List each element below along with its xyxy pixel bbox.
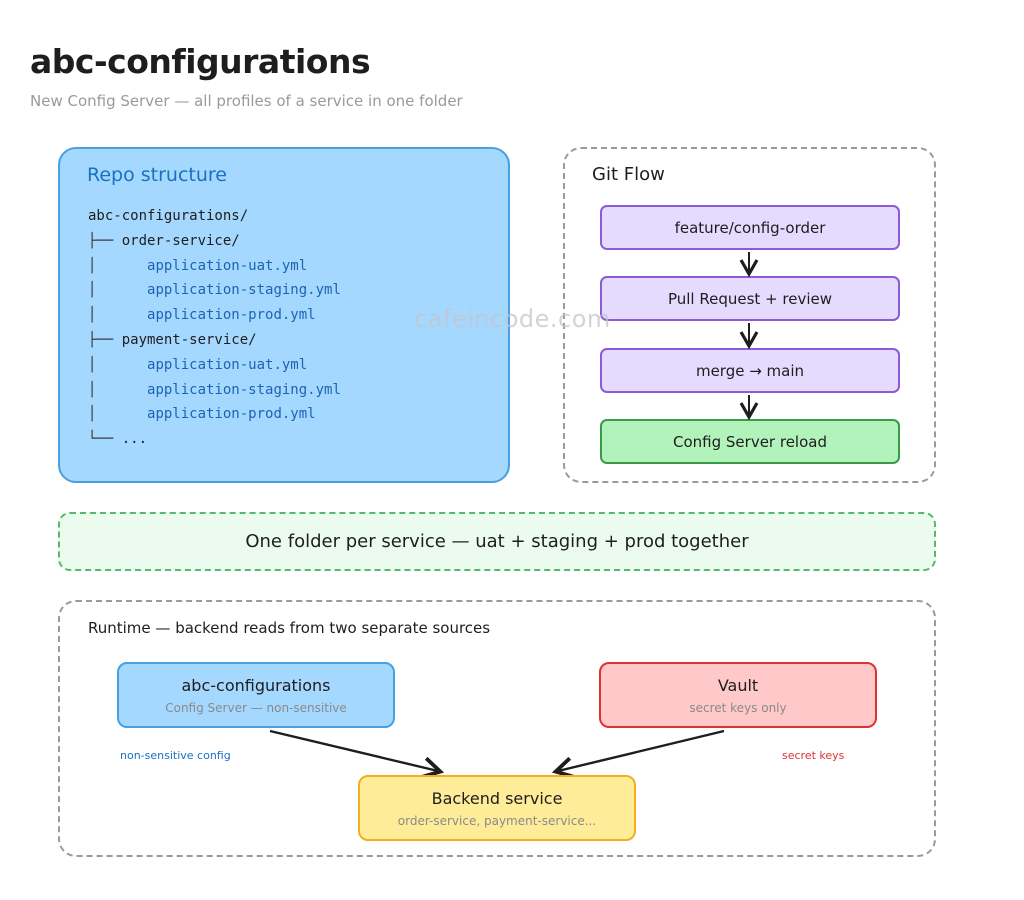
tree-folder: abc-configurations/ — [88, 208, 249, 224]
arrow-config-to-backend-icon — [269, 729, 445, 779]
config-node-subtitle: Config Server — non-sensitive — [165, 700, 347, 715]
page-title: abc-configurations — [30, 42, 371, 81]
tree-file: application-prod.yml — [147, 307, 316, 324]
tree-ellipsis: ... — [121, 431, 148, 448]
secret-keys-label: secret keys — [782, 749, 845, 762]
tree-file: application-staging.yml — [147, 282, 341, 299]
backend-node-title: Backend service — [431, 788, 563, 808]
git-flow-panel — [563, 147, 936, 483]
tree-row: └── ... — [88, 427, 341, 452]
tree-branch: │ — [88, 381, 148, 398]
tree-file: application-prod.yml — [147, 406, 316, 423]
tree-row: │ application-staging.yml — [88, 278, 341, 303]
vault-node: Vault secret keys only — [599, 662, 877, 728]
tree-branch: │ — [88, 257, 148, 274]
tree-row: ├── payment-service/ — [88, 328, 341, 353]
tree-branch: └── — [88, 431, 122, 448]
arrow-vault-to-backend-icon — [551, 729, 725, 779]
backend-node-subtitle: order-service, payment-service... — [397, 813, 597, 828]
tree-file: application-uat.yml — [147, 257, 308, 274]
tree-branch: ├── — [88, 331, 122, 348]
watermark: cafeincode.com — [414, 305, 611, 333]
tree-row: │ application-uat.yml — [88, 353, 341, 378]
page-subtitle: New Config Server — all profiles of a se… — [30, 92, 463, 110]
repo-structure-panel — [58, 147, 510, 483]
tree-branch: │ — [88, 406, 148, 423]
git-step-config-reload: Config Server reload — [600, 419, 900, 464]
vault-node-subtitle: secret keys only — [689, 700, 787, 715]
tree-row: │ application-prod.yml — [88, 402, 341, 427]
tree-file: application-staging.yml — [147, 381, 341, 398]
runtime-panel — [58, 600, 936, 857]
backend-service-node: Backend service order-service, payment-s… — [358, 775, 636, 841]
repo-structure-title: Repo structure — [87, 164, 227, 186]
config-server-node: abc-configurations Config Server — non-s… — [117, 662, 395, 728]
non-sensitive-config-label: non-sensitive config — [120, 749, 231, 762]
tree-file: application-uat.yml — [147, 356, 308, 373]
tree-folder: order-service/ — [121, 232, 240, 249]
runtime-title: Runtime — backend reads from two separat… — [88, 619, 491, 637]
one-folder-banner: One folder per service — uat + staging +… — [58, 512, 936, 571]
tree-branch: │ — [88, 282, 148, 299]
vault-node-title: Vault — [717, 675, 759, 695]
git-step-merge: merge → main — [600, 348, 900, 393]
git-step-pull-request: Pull Request + review — [600, 276, 900, 321]
config-node-title: abc-configurations — [181, 675, 331, 695]
repo-tree: abc-configurations/ ├── order-service/ │… — [88, 204, 341, 452]
tree-row: abc-configurations/ — [88, 204, 341, 229]
tree-row: ├── order-service/ — [88, 229, 341, 254]
tree-row: │ application-uat.yml — [88, 254, 341, 279]
tree-row: │ application-prod.yml — [88, 303, 341, 328]
tree-branch: │ — [88, 307, 148, 324]
tree-branch: ├── — [88, 232, 122, 249]
tree-folder: payment-service/ — [121, 331, 257, 348]
tree-row: │ application-staging.yml — [88, 378, 341, 403]
tree-branch: │ — [88, 356, 148, 373]
git-step-feature-branch: feature/config-order — [600, 205, 900, 250]
git-flow-title: Git Flow — [592, 164, 665, 185]
